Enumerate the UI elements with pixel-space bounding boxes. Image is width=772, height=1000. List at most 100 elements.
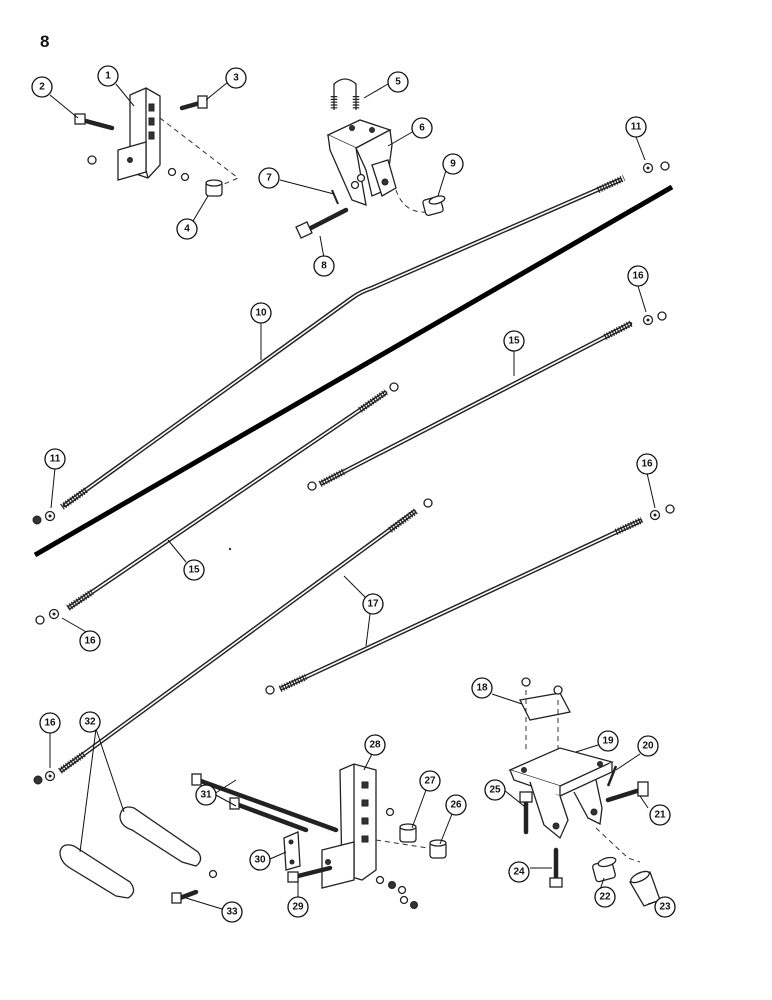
- callout-2: 2: [31, 76, 53, 98]
- callout-17: 17: [362, 593, 384, 615]
- svg-text:9: 9: [450, 159, 456, 170]
- svg-text:11: 11: [631, 122, 642, 133]
- rod-10-hardware: [32, 161, 670, 525]
- svg-text:27: 27: [424, 776, 436, 787]
- bushing-22: [592, 856, 617, 883]
- svg-text:21: 21: [654, 810, 666, 821]
- bolt-21: [605, 781, 649, 803]
- callout-28: 28: [364, 734, 386, 756]
- svg-text:7: 7: [266, 173, 272, 184]
- callout-11-lower: 11: [44, 448, 66, 470]
- bolts-31: [191, 773, 339, 833]
- bracket-28: [321, 763, 377, 889]
- callout-16-d: 16: [39, 712, 61, 734]
- bushing-26: [429, 839, 447, 859]
- nut: [388, 881, 396, 889]
- bushing-27: [399, 823, 417, 843]
- bolt-24: [549, 847, 563, 888]
- nut: [399, 895, 409, 905]
- rod-17-upper: [265, 504, 675, 695]
- u-bolt-5: [330, 78, 360, 110]
- svg-text:11: 11: [50, 454, 61, 465]
- bushing-4: [205, 179, 223, 197]
- callout-19: 19: [597, 730, 619, 752]
- callout-23: 23: [654, 896, 676, 918]
- callout-8: 8: [313, 255, 335, 277]
- washer: [385, 807, 395, 817]
- rod-17-lower: [33, 498, 433, 785]
- speck: [228, 547, 232, 551]
- callout-7: 7: [258, 167, 280, 189]
- plate-30: [283, 831, 301, 871]
- svg-text:10: 10: [255, 308, 267, 319]
- callout-27: 27: [419, 770, 441, 792]
- callout-18: 18: [471, 677, 493, 699]
- pin-7: [331, 173, 366, 205]
- svg-text:16: 16: [632, 271, 644, 282]
- bracket-1: [117, 87, 161, 181]
- svg-text:29: 29: [292, 902, 304, 913]
- svg-text:23: 23: [659, 902, 671, 913]
- svg-text:24: 24: [513, 867, 525, 878]
- svg-text:5: 5: [395, 77, 401, 88]
- callout-4: 4: [176, 218, 198, 240]
- bolt-2: [74, 113, 115, 131]
- svg-text:4: 4: [184, 224, 190, 235]
- svg-text:28: 28: [369, 740, 381, 751]
- svg-text:16: 16: [641, 459, 653, 470]
- assembly-line: [395, 189, 429, 213]
- callout-24: 24: [508, 861, 530, 883]
- svg-text:15: 15: [508, 336, 520, 347]
- callout-16-b: 16: [636, 453, 658, 475]
- callout-3: 3: [225, 67, 247, 89]
- bracket-6: [326, 119, 397, 206]
- callout-11-upper: 11: [625, 116, 647, 138]
- callout-10: 10: [250, 302, 272, 324]
- rod-10: [60, 175, 626, 510]
- callout-1: 1: [97, 65, 119, 87]
- bolt-8: [295, 207, 349, 239]
- svg-text:2: 2: [39, 82, 45, 93]
- page-number: 8: [40, 32, 50, 51]
- callout-30: 30: [249, 849, 271, 871]
- bolt-33: [171, 889, 199, 904]
- nut: [410, 901, 418, 909]
- svg-text:26: 26: [450, 800, 462, 811]
- svg-text:31: 31: [200, 790, 212, 801]
- svg-text:30: 30: [254, 855, 266, 866]
- svg-text:25: 25: [489, 785, 501, 796]
- svg-text:1: 1: [105, 71, 111, 82]
- callout-15-upper: 15: [503, 330, 525, 352]
- link-32: [59, 806, 202, 899]
- bolt-25: [519, 791, 533, 835]
- callout-29: 29: [287, 896, 309, 918]
- svg-text:6: 6: [419, 123, 425, 134]
- callout-21: 21: [649, 804, 671, 826]
- svg-text:16: 16: [84, 636, 96, 647]
- callout-26: 26: [445, 794, 467, 816]
- assembly-line: [595, 827, 641, 863]
- washer: [375, 875, 385, 885]
- svg-text:18: 18: [476, 683, 488, 694]
- svg-text:15: 15: [188, 565, 200, 576]
- svg-text:32: 32: [84, 717, 96, 728]
- assembly-line: [159, 117, 239, 186]
- nut: [180, 172, 190, 182]
- callout-6: 6: [411, 117, 433, 139]
- svg-text:16: 16: [44, 718, 56, 729]
- bracket-19: [508, 747, 614, 840]
- leader-lines: [49, 81, 656, 910]
- callout-31: 31: [195, 784, 217, 806]
- svg-text:20: 20: [642, 741, 654, 752]
- svg-text:33: 33: [226, 907, 238, 918]
- svg-text:3: 3: [233, 73, 239, 84]
- callout-9: 9: [442, 153, 464, 175]
- svg-text:22: 22: [599, 892, 611, 903]
- callout-25: 25: [484, 779, 506, 801]
- callout-16-c: 16: [79, 630, 101, 652]
- section-divider-line: [33, 184, 674, 558]
- plate-18: [519, 677, 571, 750]
- pin-20: [606, 765, 618, 787]
- callout-33: 33: [221, 901, 243, 923]
- rod-15-lower: [35, 382, 399, 625]
